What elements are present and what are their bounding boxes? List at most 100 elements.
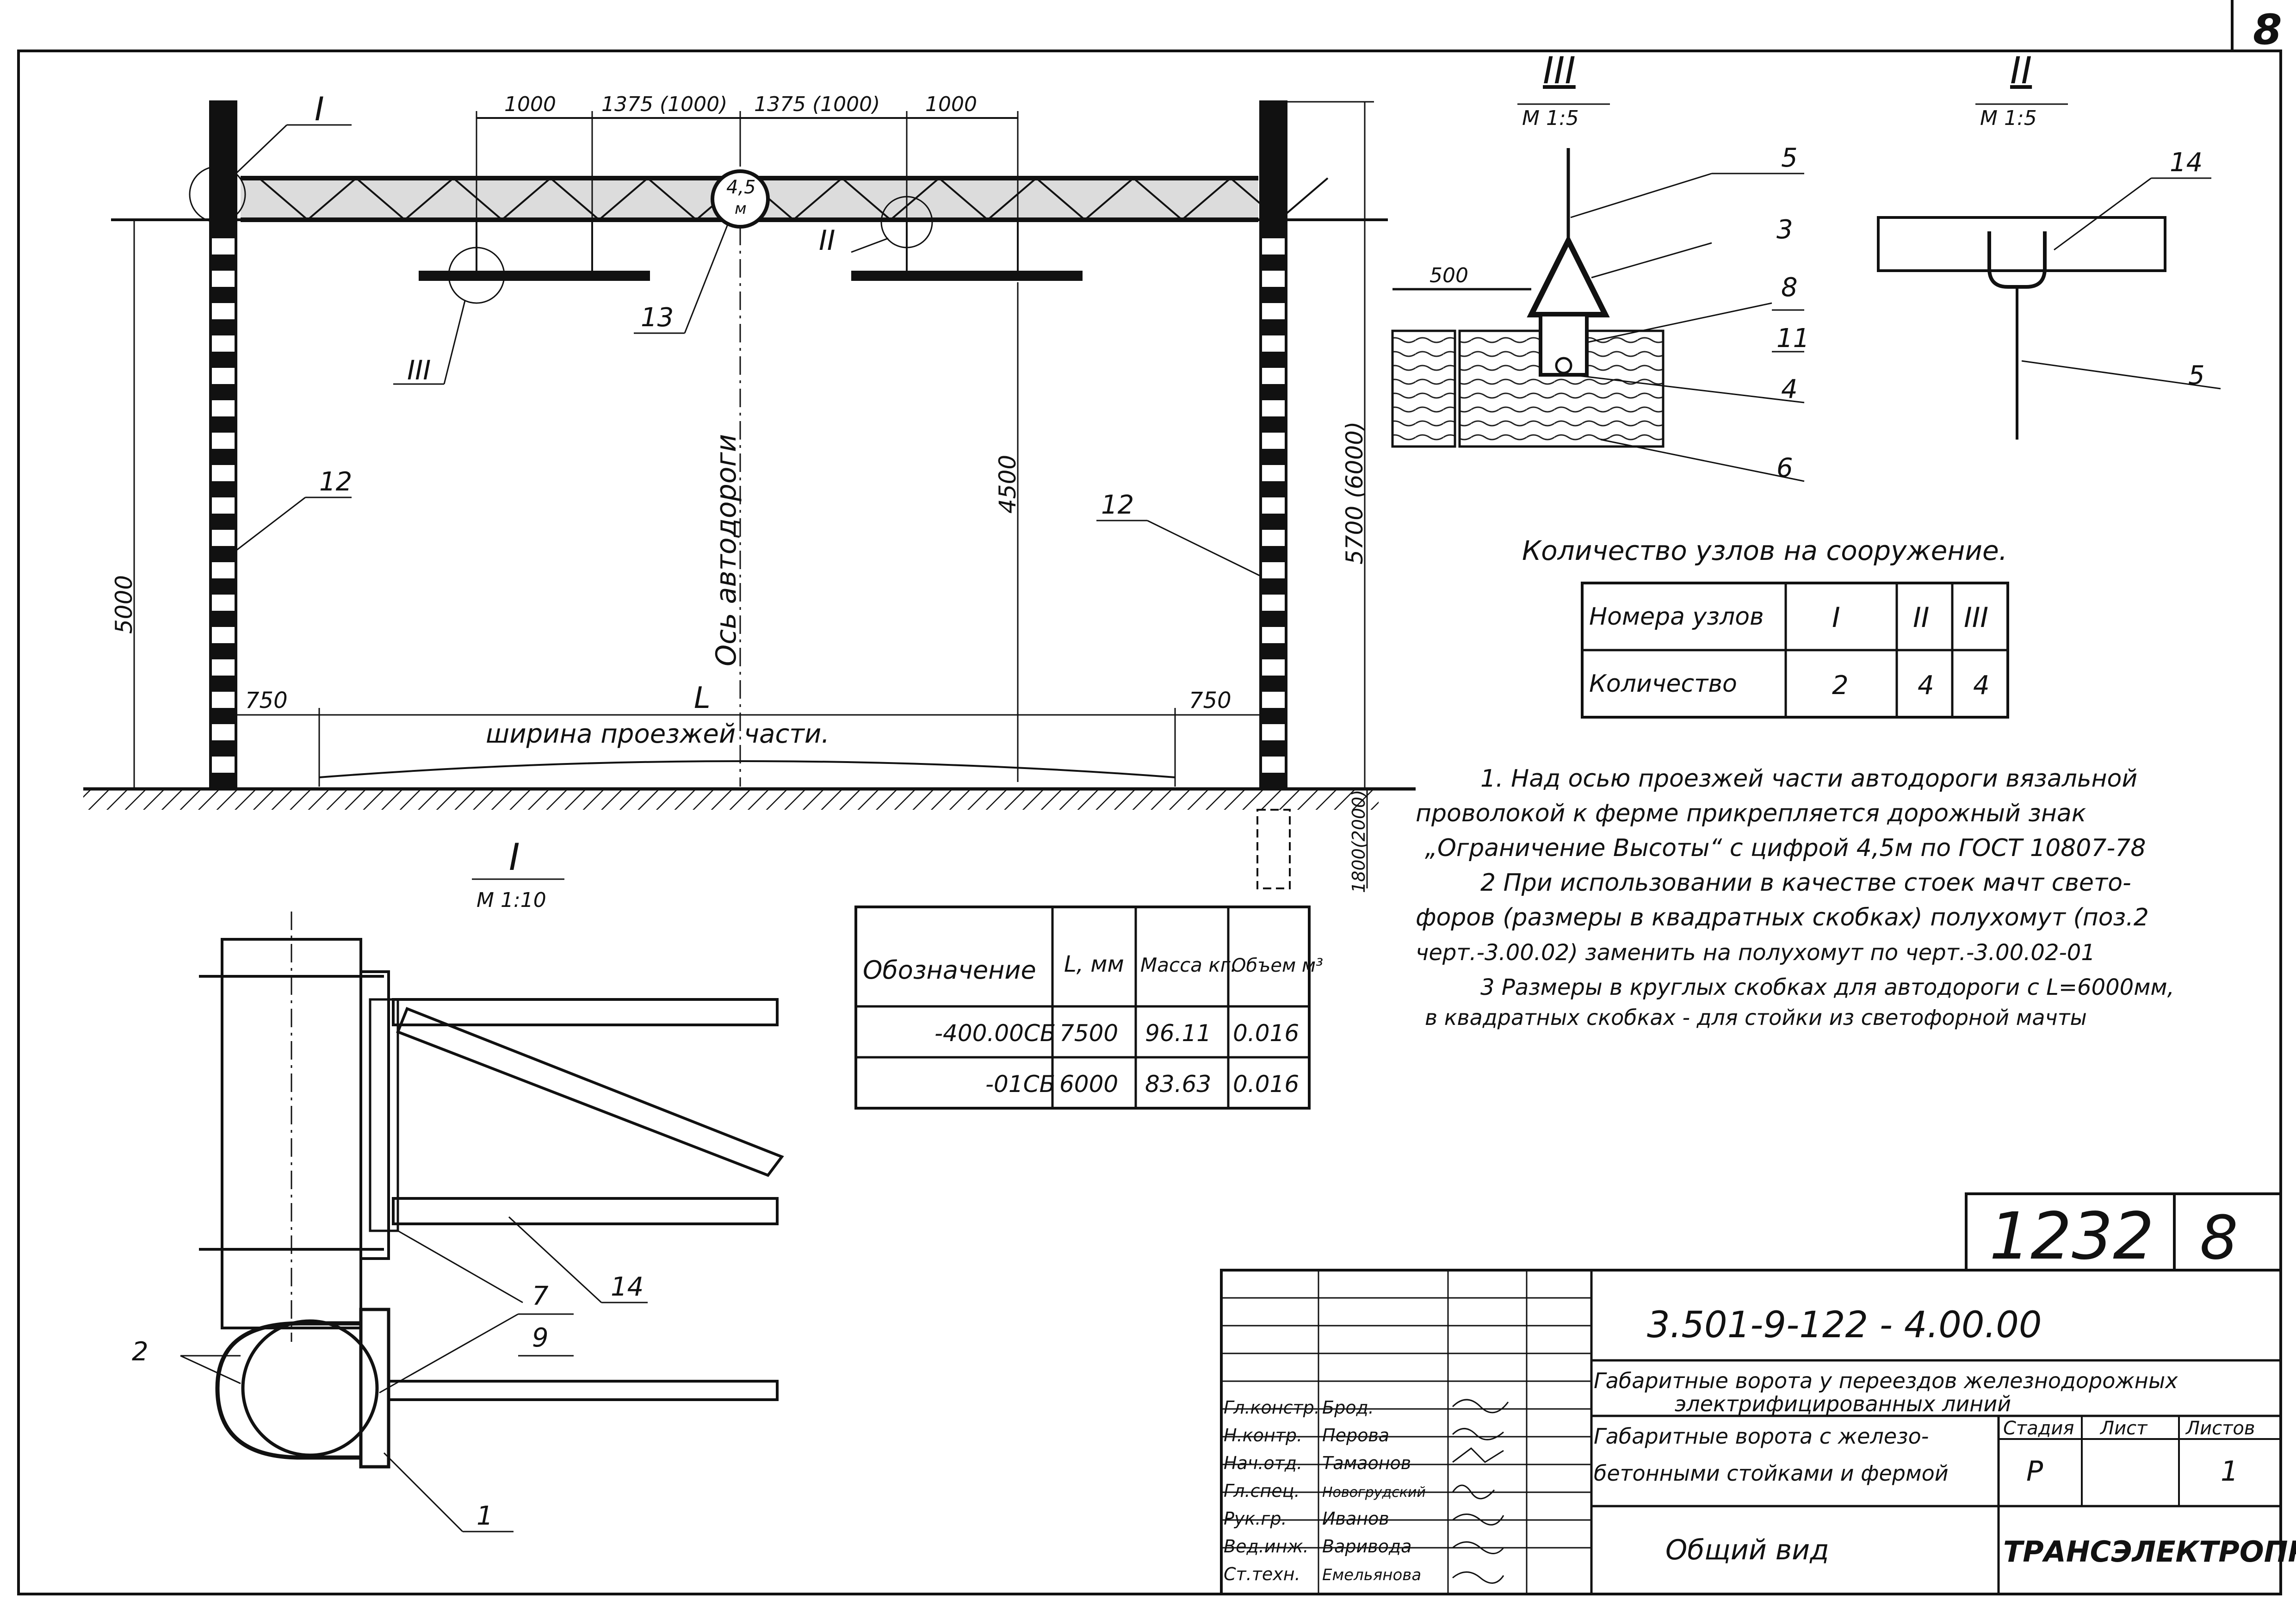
callout-2: 2 bbox=[132, 1337, 149, 1367]
callout-14-view-II: 14 bbox=[2170, 148, 2203, 178]
height-4500: 4500 bbox=[994, 455, 1021, 514]
callout-5-view-II: 5 bbox=[2188, 360, 2205, 391]
depth-1800: 1800(2000) bbox=[1349, 790, 1369, 893]
note-line-5: форов (размеры в квадратных скобках) пол… bbox=[1416, 904, 2149, 931]
diagonal-brace bbox=[396, 1007, 784, 1177]
project-title-2: электрифицированных линий bbox=[1675, 1391, 2011, 1416]
plan-chord bbox=[387, 1380, 779, 1401]
view-I: I М 1:10 14 7 9 2 1 bbox=[132, 836, 784, 1532]
node-number-III: III bbox=[1964, 602, 1988, 634]
callout-3: 3 bbox=[1776, 215, 1793, 245]
node-number-II: II bbox=[1913, 602, 1929, 634]
spec-table: Обозначение L, мм Масса кг. Объем м³ -40… bbox=[854, 906, 1323, 1110]
callout-8: 8 bbox=[1781, 273, 1798, 303]
spec-row2-length: 6000 bbox=[1059, 1071, 1118, 1098]
dim-1000-left: 1000 bbox=[504, 93, 556, 116]
carriageway-label: ширина проезжей части. bbox=[486, 719, 829, 749]
note-line-6: черт.-3.00.02) заменить на полухомут по … bbox=[1416, 940, 2095, 966]
dim-500: 500 bbox=[1430, 264, 1468, 287]
elevation-view: 1000 1375 (1000) 1375 (1000) 1000 4,5 м … bbox=[83, 90, 1416, 893]
role-5: Рук.гр. bbox=[1224, 1508, 1287, 1529]
note-line-3: „Ограничение Высоты“ с цифрой 4,5м по ГО… bbox=[1425, 834, 2146, 862]
spec-row1-designation: -400.00СБ bbox=[934, 1020, 1056, 1047]
note-line-4: 2 При использовании в качестве стоек мач… bbox=[1480, 869, 2131, 897]
spec-row2-volume: 0.016 bbox=[1233, 1071, 1299, 1098]
right-foundation bbox=[1256, 809, 1291, 889]
callout-5: 5 bbox=[1781, 143, 1798, 173]
sheet-number: 8 bbox=[2200, 1203, 2238, 1273]
node-qty-I: 2 bbox=[1832, 670, 1849, 701]
node-II-label: II bbox=[819, 224, 835, 257]
callout-11: 11 bbox=[1776, 323, 1809, 354]
role-7: Ст.техн. bbox=[1224, 1564, 1300, 1584]
nodes-row-label-numbers: Номера узлов bbox=[1589, 603, 1764, 631]
role-4: Гл.спец. bbox=[1224, 1481, 1300, 1501]
dim-1375-left: 1375 (1000) bbox=[601, 93, 727, 116]
height-limit-sign: 4,5 м bbox=[711, 169, 770, 229]
sheet-border bbox=[17, 50, 2282, 1595]
title-block: 1232 8 3.501-9-122 - 4.00.00 Габаритные … bbox=[1220, 1192, 2296, 1595]
name-2: Перова bbox=[1322, 1425, 1389, 1445]
view-II: II М 1:5 14 5 bbox=[1877, 49, 2221, 440]
signatures bbox=[1452, 1399, 1509, 1584]
span-L: L bbox=[694, 681, 711, 715]
lists-label: Листов bbox=[2185, 1418, 2255, 1439]
road-axis-label: Ось автодороги bbox=[710, 434, 743, 666]
drawing-title-1: Габаритные ворота с железо- bbox=[1594, 1424, 1929, 1449]
view-II-title: II bbox=[2010, 49, 2032, 92]
post-plan-circle bbox=[241, 1319, 379, 1457]
note-line-7: 3 Размеры в круглых скобках для автодоро… bbox=[1480, 974, 2174, 1000]
lower-chord bbox=[392, 1197, 779, 1225]
name-7: Емельянова bbox=[1322, 1566, 1421, 1584]
pos-13: 13 bbox=[641, 303, 674, 333]
timber-left bbox=[1391, 329, 1456, 448]
role-3: Нач.отд. bbox=[1224, 1453, 1302, 1473]
height-5000: 5000 bbox=[111, 575, 137, 634]
spec-row1-length: 7500 bbox=[1059, 1020, 1118, 1047]
node-qty-II: 4 bbox=[1918, 670, 1934, 701]
view-name: Общий вид bbox=[1665, 1534, 1829, 1566]
timber-main bbox=[1458, 329, 1665, 448]
sign-value: 4,5 bbox=[726, 177, 756, 198]
nodes-row-label-qty: Количество bbox=[1589, 670, 1737, 698]
truss-chord-section bbox=[1877, 216, 2166, 272]
role-6: Вед.инж. bbox=[1224, 1536, 1309, 1557]
ground-hatch bbox=[83, 789, 1379, 810]
name-3: Тамаонов bbox=[1322, 1453, 1411, 1473]
callout-1: 1 bbox=[477, 1501, 493, 1531]
spec-header-designation: Обозначение bbox=[863, 955, 1036, 985]
right-post bbox=[1259, 100, 1287, 790]
dim-1000-right: 1000 bbox=[925, 93, 977, 116]
spec-row2-designation: -01СБ bbox=[985, 1071, 1055, 1098]
node-I-label: I bbox=[315, 90, 324, 128]
drawing-number: 1232 bbox=[1989, 1199, 2154, 1274]
top-dimensions: 1000 1375 (1000) 1375 (1000) 1000 bbox=[476, 93, 1019, 271]
spec-row1-volume: 0.016 bbox=[1233, 1020, 1299, 1047]
note-line-8: в квадратных скобках - для стойки из све… bbox=[1425, 1005, 2087, 1030]
node-qty-III: 4 bbox=[1973, 670, 1990, 701]
project-title-1: Габаритные ворота у переездов железнодор… bbox=[1594, 1368, 2178, 1393]
page-number: 8 bbox=[2253, 6, 2282, 54]
nodes-table: Количество узлов на сооружение. Номера у… bbox=[1522, 535, 2009, 719]
view-I-title: I bbox=[509, 836, 520, 879]
callout-14-view-I: 14 bbox=[611, 1272, 644, 1302]
callout-6: 6 bbox=[1776, 453, 1793, 483]
node-II-marker bbox=[880, 196, 933, 248]
note-line-1: 1. Над осью проезжей части автодороги вя… bbox=[1480, 765, 2137, 793]
suspended-bars bbox=[419, 220, 1083, 281]
note-line-2: проволокой к ферме прикрепляется дорожны… bbox=[1416, 800, 2086, 827]
view-III-scale: М 1:5 bbox=[1522, 106, 1579, 130]
spec-header-mass: Масса кг. bbox=[1140, 954, 1237, 976]
height-5700: 5700 (6000) bbox=[1341, 422, 1368, 565]
callout-7: 7 bbox=[532, 1281, 549, 1311]
view-II-scale: М 1:5 bbox=[1980, 106, 2037, 130]
dim-1375-right: 1375 (1000) bbox=[754, 93, 880, 116]
post-section bbox=[221, 938, 362, 1329]
organization: ТРАНСЭЛЕКТРОПРОЕКТ bbox=[2003, 1535, 2296, 1569]
suspension-triangle bbox=[1527, 234, 1610, 317]
name-4: Новогрудский bbox=[1322, 1484, 1426, 1501]
node-III-marker bbox=[448, 247, 505, 304]
nodes-table-title: Количество узлов на сооружение. bbox=[1522, 535, 2007, 566]
lists-value: 1 bbox=[2221, 1455, 2238, 1488]
